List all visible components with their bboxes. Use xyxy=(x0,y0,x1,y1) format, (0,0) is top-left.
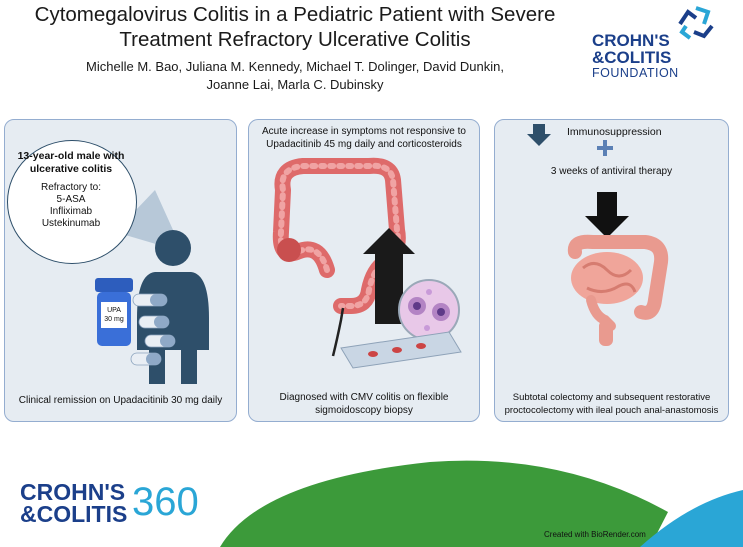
crohns-colitis-360-logo: CROHN'S &COLITIS xyxy=(20,479,128,527)
panel2-illustration xyxy=(272,157,462,369)
footer-green-wave-icon xyxy=(220,460,668,547)
foundation-logo-mark-icon xyxy=(678,6,714,40)
panel3-illustration xyxy=(527,124,669,346)
panel3-caption-line-2: proctocolectomy with ileal pouch anal-an… xyxy=(504,404,719,416)
panel-presentation: 13-year-old male with ulcerative colitis… xyxy=(4,119,237,422)
footer-blue-wave-icon xyxy=(640,490,743,547)
bottle-label-drug: UPA xyxy=(107,307,121,314)
ileal-pouch-icon xyxy=(599,320,613,346)
authors-line-1: Michelle M. Bao, Juliana M. Kennedy, Mic… xyxy=(86,59,504,74)
footer-logo-crohns: CROHN'S xyxy=(20,479,126,505)
panel-treatment-outcome: Immunosuppression 3 weeks of antiviral t… xyxy=(494,119,729,422)
panel2-top-text: Acute increase in symptoms not responsiv… xyxy=(249,126,479,151)
small-intestine-icon xyxy=(567,234,669,346)
footer-wave xyxy=(220,460,743,547)
poster-title: Cytomegalovirus Colitis in a Pediatric P… xyxy=(0,2,590,52)
panel2-caption: Diagnosed with CMV colitis on flexible s… xyxy=(249,392,479,417)
foundation-logo-colitis: &COLITIS xyxy=(592,48,672,67)
drug-item: Infliximab xyxy=(49,206,93,217)
speech-bubble xyxy=(7,140,137,264)
capsules-icon xyxy=(130,293,176,366)
foundation-logo: CROHN'S &COLITIS FOUNDATION xyxy=(592,4,740,84)
bubble-title-line-2: ulcerative colitis xyxy=(29,162,113,175)
panel3-item-immunosuppression: Immunosuppression xyxy=(567,126,662,138)
drug-item: Ustekinumab xyxy=(41,218,101,229)
footer-logo-colitis: &COLITIS xyxy=(20,501,128,527)
biorender-credit: Created with BioRender.com xyxy=(544,530,646,539)
panel-cmv-diagnosis: Acute increase in symptoms not responsiv… xyxy=(248,119,480,422)
panel2-top-line-1: Acute increase in symptoms not responsiv… xyxy=(262,126,466,137)
panel2-top-line-2: Upadacitinib 45 mg daily and corticoster… xyxy=(266,138,462,150)
author-list: Michelle M. Bao, Juliana M. Kennedy, Mic… xyxy=(0,58,590,94)
panel1-caption: Clinical remission on Upadacitinib 30 mg… xyxy=(18,395,223,406)
foundation-logo-word: FOUNDATION xyxy=(592,66,679,80)
foundation-logo-crohns: CROHN'S xyxy=(592,31,670,50)
panel3-caption: Subtotal colectomy and subsequent restor… xyxy=(495,392,728,417)
cecum-icon xyxy=(277,238,301,262)
patient-description: 13-year-old male with ulcerative colitis xyxy=(9,150,133,175)
down-arrow-small-icon xyxy=(527,124,551,146)
footer-logo-360: 360 xyxy=(132,480,199,524)
drug-item: 5-ASA xyxy=(56,194,86,205)
bottle-cap-icon xyxy=(95,278,133,292)
panel3-caption-line-1: Subtotal colectomy and subsequent restor… xyxy=(512,392,711,403)
bubble-title-line-1: 13-year-old male with xyxy=(17,150,125,162)
refractory-list: Refractory to: 5-ASA Infliximab Ustekinu… xyxy=(9,182,133,230)
sigmoidoscope-icon xyxy=(331,307,345,357)
panel1-illustration xyxy=(95,190,209,384)
bottle-label-dose: 30 mg xyxy=(104,316,124,323)
authors-line-2: Joanne Lai, Marla C. Dubinsky xyxy=(206,77,384,92)
panel3-item-antiviral: 3 weeks of antiviral therapy xyxy=(550,166,673,177)
title-line-2: Treatment Refractory Ulcerative Colitis xyxy=(119,28,471,51)
refractory-label: Refractory to: xyxy=(40,182,102,193)
down-arrow-large-icon xyxy=(585,192,629,238)
panel2-caption-line-2: sigmoidoscopy biopsy xyxy=(315,404,413,416)
title-line-1: Cytomegalovirus Colitis in a Pediatric P… xyxy=(34,3,556,26)
bottle-label: UPA 30 mg xyxy=(101,306,127,324)
person-head-icon xyxy=(155,230,191,266)
panel2-caption-line-1: Diagnosed with CMV colitis on flexible xyxy=(279,392,449,403)
